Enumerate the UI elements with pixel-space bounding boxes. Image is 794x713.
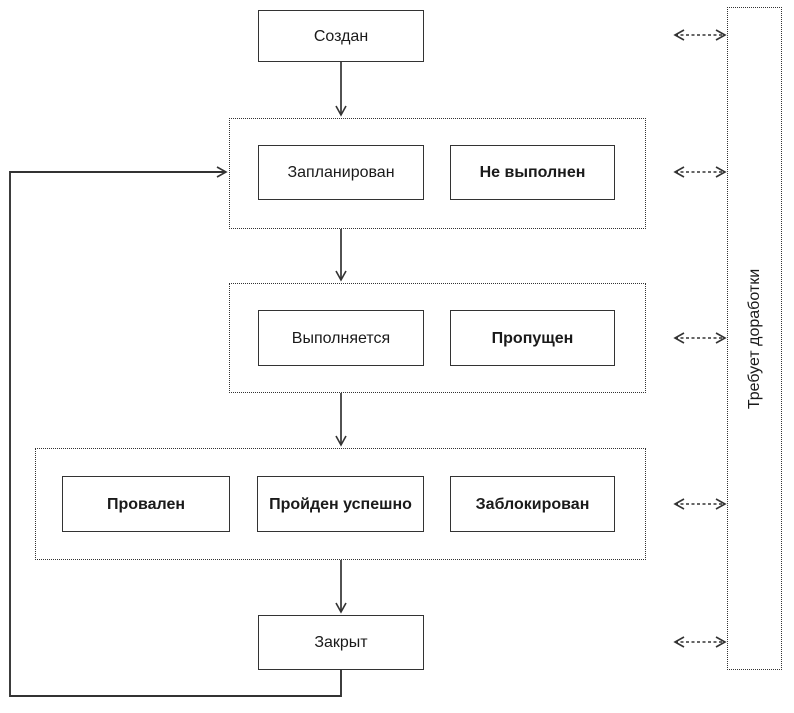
node-needs-rework: Требует доработки <box>727 7 782 670</box>
node-created: Создан <box>258 10 424 62</box>
group-result <box>35 448 646 560</box>
group-planned <box>229 118 646 229</box>
group-in-progress <box>229 283 646 393</box>
node-skipped: Пропущен <box>450 310 615 366</box>
node-not-executed: Не выполнен <box>450 145 615 200</box>
node-planned: Запланирован <box>258 145 424 200</box>
node-closed: Закрыт <box>258 615 424 670</box>
node-blocked: Заблокирован <box>450 476 615 532</box>
node-passed: Пройден успешно <box>257 476 424 532</box>
node-in-progress: Выполняется <box>258 310 424 366</box>
node-failed: Провален <box>62 476 230 532</box>
needs-rework-label: Требует доработки <box>745 268 763 409</box>
